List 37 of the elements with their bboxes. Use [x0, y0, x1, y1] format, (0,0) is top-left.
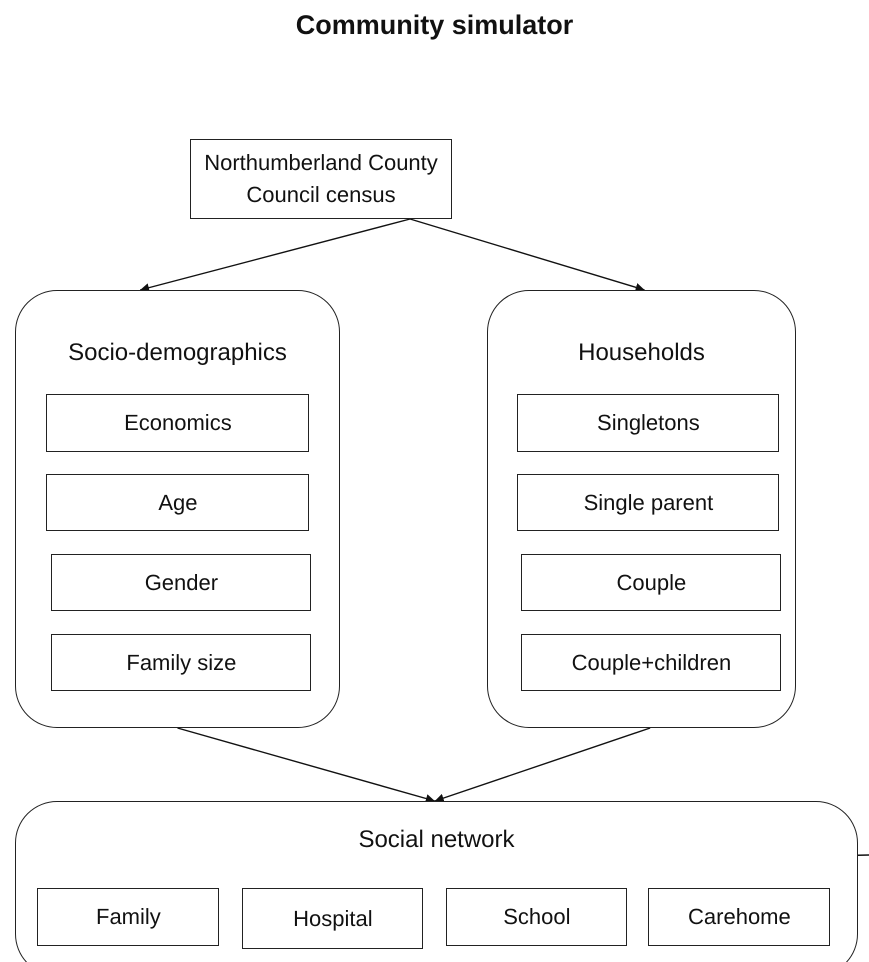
- arrow: [410, 218, 645, 292]
- box-label: Couple: [616, 568, 686, 597]
- box-label: Family: [96, 903, 161, 932]
- arrow: [434, 727, 650, 802]
- process-box: [190, 139, 452, 219]
- box-label: Family size: [126, 648, 236, 677]
- process-box: [521, 634, 782, 692]
- process-box: [37, 888, 220, 946]
- box-label: Single parent: [584, 488, 714, 517]
- process-box: [46, 394, 310, 452]
- process-box: [446, 888, 628, 946]
- process-box: [517, 474, 780, 532]
- box-label: Singletons: [597, 409, 700, 438]
- process-box: [517, 394, 780, 452]
- box-label: Carehome: [688, 903, 791, 932]
- box-label: Northumberland County Council census: [203, 149, 439, 209]
- group-box: [15, 801, 858, 962]
- box-label: Economics: [124, 409, 232, 438]
- box-label: Hospital: [293, 904, 373, 933]
- process-box: [46, 474, 310, 532]
- arrow: [177, 727, 435, 803]
- group-box: [15, 290, 340, 728]
- process-box: [242, 888, 424, 950]
- process-box: [648, 888, 830, 946]
- box-label: School: [503, 903, 571, 932]
- diagram-title: Community simulator: [294, 10, 574, 41]
- box-label: Couple+children: [572, 648, 732, 677]
- group-heading: Households: [578, 339, 705, 368]
- group-heading: Social network: [358, 826, 515, 855]
- arrow: [140, 218, 410, 292]
- process-box: [51, 634, 312, 692]
- process-box: [51, 554, 312, 612]
- box-label: Gender: [144, 568, 218, 597]
- process-box: [521, 554, 782, 612]
- box-label: Age: [158, 488, 198, 517]
- group-heading: Socio-demographics: [68, 339, 287, 368]
- group-box: [487, 290, 796, 728]
